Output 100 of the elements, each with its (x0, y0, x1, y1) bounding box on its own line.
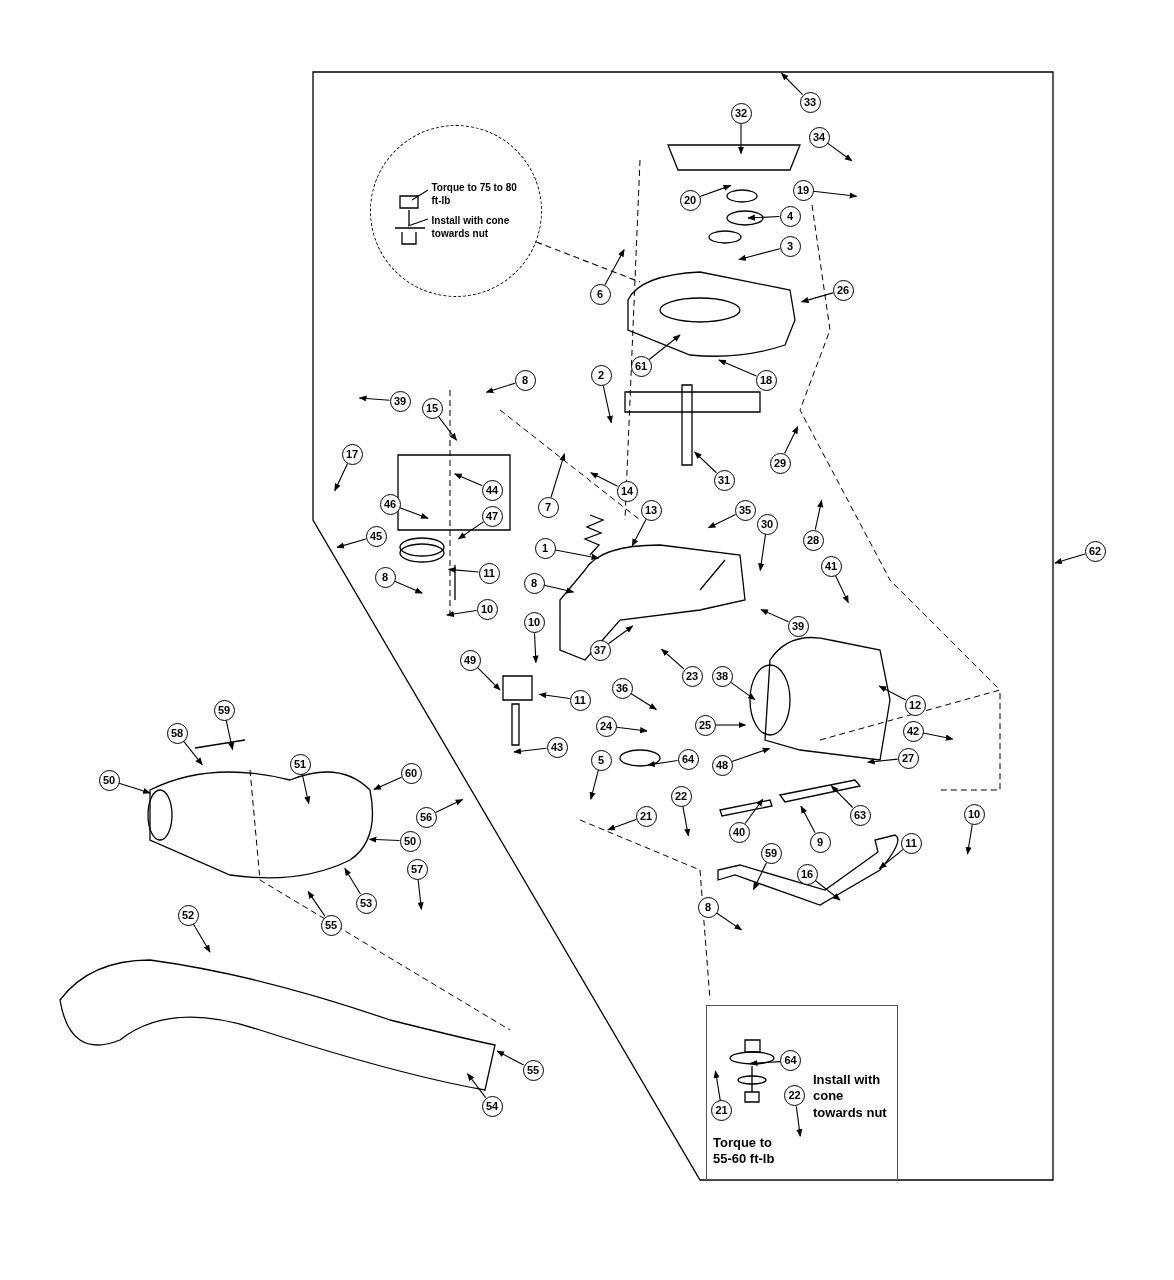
leader-line (834, 574, 849, 604)
leader-line (760, 609, 789, 623)
leader-line (747, 214, 781, 221)
leader-line (729, 681, 756, 701)
leader-line (447, 566, 480, 574)
callout-number: 30 (756, 513, 778, 535)
callout-number: 27 (897, 747, 919, 769)
callout-number: 10 (523, 611, 545, 633)
callout-number: 10 (476, 598, 498, 620)
leader-line (922, 732, 954, 741)
leader-line (866, 758, 899, 765)
callout-number: 51 (289, 753, 311, 775)
leader-line (647, 760, 679, 767)
leader-line (301, 773, 311, 805)
callout-number: 20 (679, 189, 701, 211)
callout-number: 2 (590, 364, 612, 386)
callout-number: 4 (779, 205, 801, 227)
leader-line (589, 769, 599, 800)
callout-number: 55 (320, 914, 342, 936)
callout-number: 24 (595, 715, 617, 737)
callout-number: 53 (355, 892, 377, 914)
leader-line (744, 798, 764, 825)
callout-number: 50 (399, 830, 421, 852)
callout-number: 40 (728, 821, 750, 843)
leader-line (694, 451, 717, 474)
callout-number: 19 (792, 179, 814, 201)
callout-number: 58 (166, 722, 188, 744)
leader-line (467, 1073, 487, 1099)
callout-number: 25 (694, 714, 716, 736)
leader-line (457, 521, 484, 540)
callout-number: 10 (963, 803, 985, 825)
callout-number: 48 (711, 754, 733, 776)
callout-number: 21 (711, 1100, 732, 1121)
leader-line (535, 241, 641, 283)
callout-number: 44 (481, 479, 503, 501)
callout-number: 38 (711, 665, 733, 687)
callout-number: 35 (734, 499, 756, 521)
leader-line (749, 1059, 782, 1067)
callout-number: 3 (779, 235, 801, 257)
leader-line (373, 776, 402, 791)
callout-number: 32 (730, 102, 752, 124)
callout-number: 1 (534, 537, 556, 559)
callout-number: 33 (799, 91, 821, 113)
leader-line (648, 334, 681, 361)
leader-line (795, 1105, 803, 1137)
leader-line (543, 584, 575, 594)
callout-number: 8 (697, 896, 719, 918)
leader-line (731, 747, 771, 763)
leader-line (826, 142, 853, 162)
leader-line (368, 836, 401, 843)
callout-number: 39 (389, 390, 411, 412)
leader-line (550, 453, 566, 498)
callout-number: 55 (522, 1059, 544, 1081)
leader-line (538, 692, 571, 700)
callout-number: 62 (1084, 540, 1106, 562)
callout-number: 21 (635, 805, 657, 827)
callout-number: 63 (849, 804, 871, 826)
callout-number: 42 (902, 720, 924, 742)
callout-number: 6 (589, 283, 611, 305)
callout-number: 11 (478, 562, 500, 584)
leader-line (814, 499, 824, 531)
leader-line (602, 384, 613, 424)
leader-line (800, 292, 834, 303)
leader-line (800, 805, 816, 834)
callout-number: 59 (213, 699, 235, 721)
callout-number: 14 (616, 480, 638, 502)
callout-number: 29 (769, 452, 791, 474)
callout-number: 22 (784, 1085, 805, 1106)
leader-line (753, 861, 768, 891)
leader-line (615, 726, 648, 734)
note-text: Torque to 55-60 ft-lb (713, 1135, 776, 1168)
leader-line (780, 72, 804, 96)
callout-number: 50 (98, 769, 120, 791)
callout-number: 45 (365, 525, 387, 547)
callout-number: 37 (589, 639, 611, 661)
callout-number: 26 (832, 279, 854, 301)
leader-line (682, 805, 691, 837)
leader-line (476, 666, 501, 691)
leader-line (183, 740, 203, 766)
leader-line (965, 823, 973, 855)
callout-number: 9 (809, 831, 831, 853)
leader-line (718, 359, 757, 377)
callout-number: 56 (415, 806, 437, 828)
callout-number: 59 (760, 842, 782, 864)
leader-line (336, 538, 367, 549)
leader-line (399, 507, 429, 519)
leader-line (307, 890, 326, 917)
leader-line (604, 248, 625, 286)
leader-line (446, 610, 478, 618)
leader-line (394, 580, 423, 594)
callout-number: 11 (569, 689, 591, 711)
leader-line (630, 693, 657, 710)
leader-line (784, 425, 799, 455)
callout-number: 13 (640, 499, 662, 521)
leader-line (631, 518, 647, 547)
callout-number: 64 (780, 1050, 801, 1071)
leader-line (878, 849, 904, 869)
leader-line (554, 549, 600, 560)
leader-line (1054, 553, 1086, 564)
leader-line (714, 721, 747, 729)
